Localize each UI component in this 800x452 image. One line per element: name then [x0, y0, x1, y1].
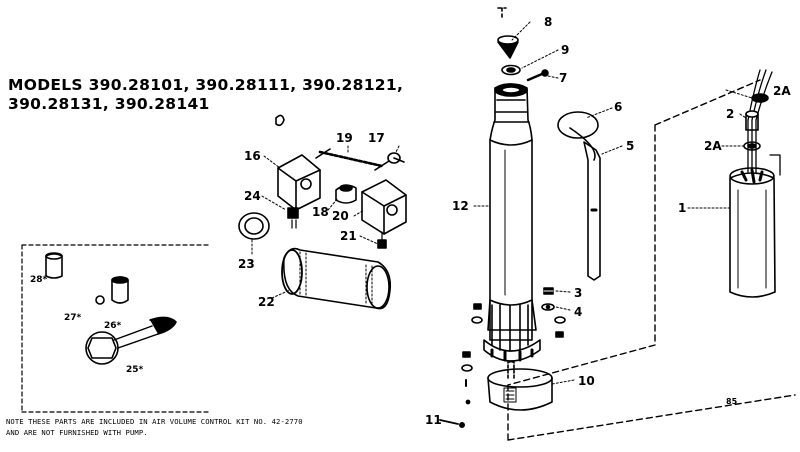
part-2-fitting: [745, 110, 759, 131]
callout-11: 11: [425, 413, 442, 427]
callout-2a-top: 2A: [773, 84, 791, 98]
callout-1: 1: [678, 201, 686, 215]
callout-10: 10: [578, 374, 595, 388]
part-25-valve: [85, 316, 177, 365]
washer-left-lower: [461, 351, 473, 387]
part-7-screw: [526, 69, 549, 82]
callout-23: 23: [238, 257, 255, 271]
part-2a-upper-plug: [751, 93, 769, 103]
part-11-screw: [439, 399, 471, 428]
part-20-control-body: [361, 179, 407, 235]
callout-3: 3: [574, 286, 582, 300]
motor-panel-outline: [507, 79, 796, 441]
washer-left-upper: [471, 303, 483, 324]
callout-2a-bottom: 2A: [704, 139, 722, 153]
callout-27: 27*: [64, 313, 82, 323]
part-27-nipple: [95, 295, 105, 305]
kit-note: NOTE THESE PARTS ARE INCLUDED IN AIR VOL…: [6, 416, 303, 438]
part-19-rod: [315, 148, 390, 171]
callout-5: 5: [626, 139, 634, 153]
kit-note-line1: NOTE THESE PARTS ARE INCLUDED IN AIR VOL…: [6, 417, 303, 426]
models-title-line2: 390.28131, 390.28141: [8, 95, 210, 113]
leader-lines: [251, 21, 753, 385]
callout-12: 12: [452, 199, 469, 213]
hex-nut-3: [543, 287, 554, 295]
callout-28: 28*: [30, 275, 48, 285]
kit-inset-outline: [21, 244, 209, 413]
callout-24: 24: [244, 189, 261, 203]
callout-19: 19: [336, 131, 353, 145]
part-17-plug: [387, 152, 405, 164]
callout-7: 7: [559, 71, 567, 85]
callout-22: 22: [258, 295, 275, 309]
part-5-cable-guard: [583, 141, 601, 281]
callout-8: 8: [544, 15, 552, 29]
callout-21: 21: [340, 229, 357, 243]
part-12-pump-body: [483, 83, 541, 362]
part-16-control-body: [275, 114, 321, 211]
callout-17: 17: [368, 131, 385, 145]
part-10-intake-screen: [487, 361, 553, 411]
kit-note-line2: AND ARE NOT FURNISHED WITH PUMP.: [6, 428, 148, 437]
part-2a-lower-plug: [743, 141, 761, 151]
part-26-fitting: [111, 276, 129, 304]
part-24-nut: [287, 207, 299, 229]
callout-20: 20: [332, 209, 349, 223]
part-23-diaphragm-ring: [238, 212, 270, 240]
part-28-coupling: [45, 252, 63, 279]
part-6-cable-guard-clip: [557, 111, 599, 161]
callout-6: 6: [614, 100, 622, 114]
washer-4: [541, 303, 555, 311]
diagram-code: 85: [726, 397, 738, 406]
part-8-top-fitting: [497, 7, 519, 59]
callout-16: 16: [244, 149, 261, 163]
part-18-fitting: [335, 184, 357, 204]
washer-right-lower: [554, 316, 566, 338]
callout-2: 2: [726, 107, 734, 121]
callout-18: 18: [312, 205, 329, 219]
part-1-motor: [729, 69, 781, 298]
part-21-stem: [377, 231, 387, 249]
models-title-line1: MODELS 390.28101, 390.28111, 390.28121,: [8, 76, 404, 94]
callout-25: 25*: [126, 365, 144, 375]
callout-9: 9: [561, 43, 569, 57]
callout-4: 4: [574, 305, 582, 319]
part-22-air-tank: [281, 247, 392, 310]
callout-26: 26*: [104, 321, 122, 331]
part-9-washer: [501, 64, 521, 76]
